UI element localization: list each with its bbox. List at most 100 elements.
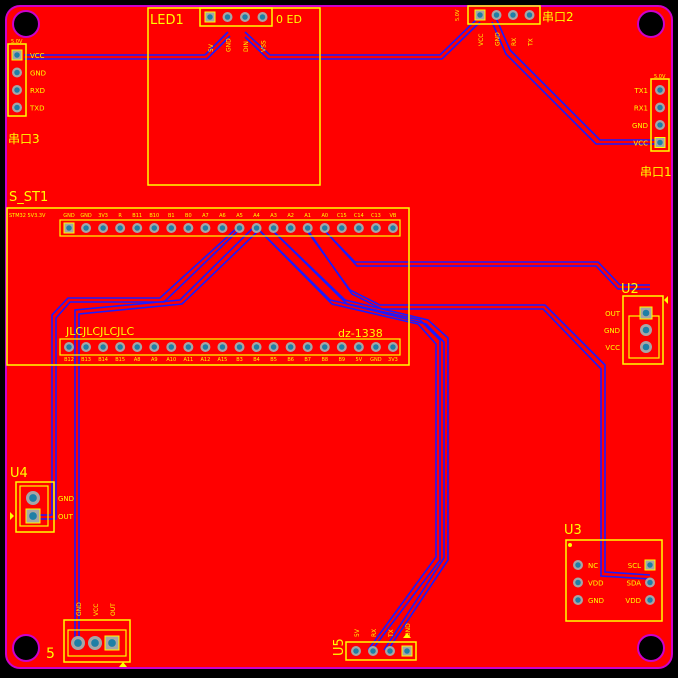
u3-right-pin-label: VDD [625,597,641,605]
s-st1-top-pin-19 [370,223,381,233]
trace-st1-u4-b [30,227,242,520]
s-st1-top-pin-5 [132,223,143,233]
u3-right-pin-1 [644,559,656,571]
j5-pin-2 [88,636,102,650]
trace-st1-u5-2b [273,231,445,651]
s-st1-top-pin-label: C14 [354,213,364,219]
trace-st1-j5-b [78,231,258,645]
u3-left-pin-label: NC [588,562,598,570]
s-st1-bottom-pin-16 [319,342,330,352]
serial3-pin-label: TXD [29,105,44,113]
u3-right-pin-label: SCL [628,562,641,570]
s-st1-top-pin-9 [200,223,211,233]
s-st1-top-left-text: STM32 5V3.3V [9,213,46,219]
mounting-hole-bottom-left [12,634,40,662]
u3-pin1-dot-icon [568,543,572,547]
u4-ref: U4 [10,466,28,481]
j5-pin-3 [104,635,120,651]
led1-pin-label: VSS [261,40,268,52]
serial2-ref: 串口2 [542,10,574,24]
u4-pin-1 [26,491,40,505]
serial3-pin-1 [11,49,23,61]
s-st1-bottom-pin-17 [336,342,347,352]
trace-led-ser2 [244,17,479,56]
s-st1-bottom-pin-5 [132,342,143,352]
trace-st1-u3-b [308,231,651,580]
serial2-pin-1 [474,9,486,21]
s-st1-bottom-pin-8 [183,342,194,352]
serial2-pin-label: GND [495,32,502,46]
u3-left-pin-3 [573,595,583,605]
u2-pin-1 [639,306,653,320]
serial3-ref: 串口3 [8,132,40,146]
u2-pin-label: VCC [605,344,620,352]
serial3-pin-label: GND [30,70,46,78]
led1-pin-4 [257,12,268,22]
u4-pin1-marker-icon [10,512,14,520]
s-st1-bottom-pin-label: B4 [253,357,260,363]
s-st1-top-pin-label: A3 [270,213,277,219]
serial1-small: 5.0V [654,74,666,80]
u3-right-pin-label: SDA [627,580,642,588]
led1-pin-1 [204,11,216,23]
s-st1-top-pin-label: B1 [168,213,175,219]
serial3-pin-label: VCC [30,52,45,60]
s-st1-top-pin-16 [319,223,330,233]
s-st1-bottom-pin-20 [387,342,398,352]
trace-st1-j5 [74,227,254,645]
s-st1-bottom-pin-label: B9 [338,357,345,363]
s-st1-mid-left: JLCJLCJLCJLC [65,325,135,338]
s-st1-bottom-pin-label: A12 [201,357,211,363]
serial1-pin-1 [655,85,665,95]
s-st1-top-pin-10 [217,223,228,233]
s-st1-ref: S_ST1 [9,190,48,205]
s-st1-top-pin-7 [166,223,177,233]
u2-pin1-marker-icon [664,296,668,304]
s-st1-top-pin-label: VB [390,213,397,219]
s-st1-top-pin-18 [353,223,364,233]
s-st1-top-pin-11 [234,223,245,233]
s-st1-top-pin-20 [387,223,398,233]
s-st1-bottom-pin-label: B5 [270,357,277,363]
s-st1-bottom-pin-label: B14 [98,357,108,363]
s-st1-top-pin-12 [251,223,262,233]
serial1-pin-3 [655,120,665,130]
s-st1-footprint: S_ST1 STM32 5V3.3V JLCJLCJLCJLC dz-1338 … [6,190,410,366]
u3-left-pin-label: VDD [588,580,604,588]
s-st1-top-pin-15 [302,223,313,233]
s-st1-top-pin-label: GND [63,213,75,219]
s-st1-top-pin-14 [285,223,296,233]
s-st1-bottom-pin-4 [115,342,126,352]
board-copper [5,5,673,669]
u5-pin-label: RX [371,629,378,637]
trace-layer [24,17,655,651]
u4-pin-2 [25,508,41,524]
s-st1-bottom-pin-18 [353,342,364,352]
led1-pin-label: GND [226,38,233,52]
trace-st1-u5 [256,227,441,651]
serial2-pin-label: VCC [478,34,485,46]
led1-pin-2 [222,12,233,22]
u4-pin-label: OUT [58,513,74,521]
u2-pin-2 [640,324,652,336]
serial1-pin-label: TX1 [633,87,648,95]
j5-pin-1 [71,636,85,650]
u3-right-pin-2 [645,577,655,588]
s-st1-bottom-pin-label: 5V [356,357,363,363]
s-st1-bottom-pin-6 [149,342,160,352]
s-st1-bottom-pin-label: B6 [287,357,294,363]
s-st1-bottom-pin-10 [217,342,228,352]
